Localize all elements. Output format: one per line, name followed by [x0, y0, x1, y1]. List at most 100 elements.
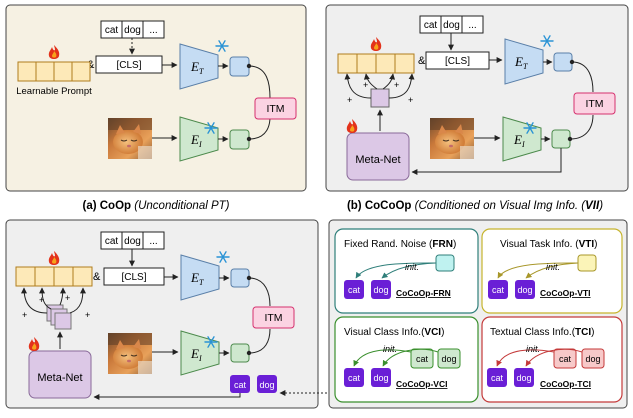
variant-vci: Visual Class Info.(VCI) cat dog init. ca… [334, 316, 479, 403]
itm-label: ITM [264, 312, 282, 324]
plus-sign: + [347, 95, 352, 105]
variant-tci: Textual Class Info.(TCI) cat dog init. c… [481, 316, 623, 403]
panel-d: Fixed Rand. Noise (FRN) init. cat dog Co… [328, 219, 628, 409]
token-dog: dog [443, 20, 460, 31]
token-ellipsis: ... [468, 20, 476, 31]
source-label: dog [585, 354, 600, 364]
plus-sign: + [65, 293, 70, 303]
text-feature [230, 268, 250, 288]
meta-token [370, 88, 390, 108]
chip-label: cat [492, 285, 505, 295]
token-cat: cat [424, 20, 438, 31]
meta-net-label: Meta-Net [37, 372, 82, 384]
plus-sign: + [85, 310, 90, 320]
meta-net-box [28, 350, 92, 399]
panel-c: cat dog ... [CLS] & + + + + Meta-Net [5, 219, 319, 409]
class-chip-dog [257, 375, 277, 393]
itm-box [573, 92, 616, 115]
learnable-prompt-label: Learnable Prompt [16, 86, 92, 97]
vti-name: CoCoOp-VTI [540, 288, 591, 298]
itm-box [252, 306, 295, 329]
text-encoder [504, 38, 544, 85]
token-ellipsis: ... [149, 25, 157, 36]
text-encoder-label: ET [514, 54, 528, 71]
vti-title: Visual Task Info. (VTI) [500, 239, 597, 250]
token-cat: cat [105, 236, 119, 247]
chip-label: cat [234, 380, 247, 390]
image-feedback-arrow [411, 148, 562, 175]
chips-to-meta-net-arrow [93, 393, 241, 400]
source-label: cat [416, 354, 429, 364]
panel-b: cat dog ... [CLS] & + + + + Meta-Net ET [325, 4, 629, 192]
text-feature [229, 56, 250, 77]
plus-sign: + [394, 80, 399, 90]
text-encoder-label: ET [190, 270, 204, 287]
class-tokens: cat dog ... [419, 15, 484, 34]
ampersand: & [87, 59, 95, 71]
task-info-box [577, 254, 597, 272]
chip-label: cat [348, 285, 361, 295]
caption-b: (b) CoCoOp (Conditioned on Visual Img In… [347, 200, 603, 212]
cls-label: [CLS] [116, 60, 141, 71]
token-dog: dog [124, 25, 141, 36]
learnable-prompt [17, 61, 91, 82]
learnable-prompt [337, 53, 415, 74]
caption-a: (a) CoOp (Unconditional PT) [83, 200, 230, 212]
image-feature [229, 129, 250, 150]
chip-label: dog [516, 373, 531, 383]
noise-box [435, 254, 455, 272]
init-label: init. [546, 262, 560, 272]
cat-image [107, 117, 153, 160]
itm-label: ITM [266, 103, 284, 115]
image-encoder-label: EI [190, 132, 202, 149]
text-to-itm-line [248, 65, 271, 99]
plus-sign: + [363, 80, 368, 90]
source-label: cat [559, 354, 572, 364]
class-tokens: cat dog ... [100, 231, 165, 250]
panel-a: cat dog ... [CLS] & Learnable Prompt ET … [5, 4, 307, 192]
image-feature [230, 343, 250, 363]
plus-sign: + [408, 95, 413, 105]
cat-image [429, 117, 475, 160]
meta-token [54, 312, 72, 330]
token-cat: cat [105, 25, 119, 36]
learnable-prompt [15, 266, 93, 287]
cls-label: [CLS] [445, 56, 470, 67]
variant-frn: Fixed Rand. Noise (FRN) init. cat dog Co… [334, 228, 479, 314]
frn-name: CoCoOp-FRN [396, 288, 451, 298]
class-chip-cat [230, 375, 250, 393]
cat-image [107, 332, 153, 375]
frn-title: Fixed Rand. Noise (FRN) [344, 239, 456, 250]
chip-label: dog [259, 380, 274, 390]
itm-box [254, 97, 297, 120]
meta-net-box [346, 132, 410, 181]
plus-sign: + [39, 295, 44, 305]
init-label: init. [526, 344, 540, 354]
chip-label: dog [517, 285, 532, 295]
tci-name: CoCoOp-TCI [540, 379, 591, 389]
source-label: dog [441, 354, 456, 364]
init-label: init. [383, 344, 397, 354]
text-encoder [179, 43, 219, 90]
chip-label: cat [348, 373, 361, 383]
tci-title: Textual Class Info.(TCI) [490, 327, 595, 338]
itm-label: ITM [585, 98, 603, 110]
meta-net-label: Meta-Net [355, 154, 400, 166]
init-label: init. [405, 262, 419, 272]
chip-label: dog [373, 285, 388, 295]
variant-vti: Visual Task Info. (VTI) init. cat dog Co… [481, 228, 623, 314]
image-encoder-label: EI [190, 346, 202, 363]
class-tokens: cat dog ... [100, 20, 165, 39]
chip-label: cat [491, 373, 504, 383]
text-encoder [180, 254, 220, 301]
vci-name: CoCoOp-VCI [396, 379, 447, 389]
text-encoder-label: ET [190, 59, 204, 76]
image-feature [551, 129, 571, 149]
vci-title: Visual Class Info.(VCI) [344, 327, 444, 338]
cls-label: [CLS] [121, 272, 146, 283]
token-dog: dog [124, 236, 141, 247]
plus-sign: + [22, 310, 27, 320]
ampersand: & [418, 55, 426, 67]
token-ellipsis: ... [149, 236, 157, 247]
